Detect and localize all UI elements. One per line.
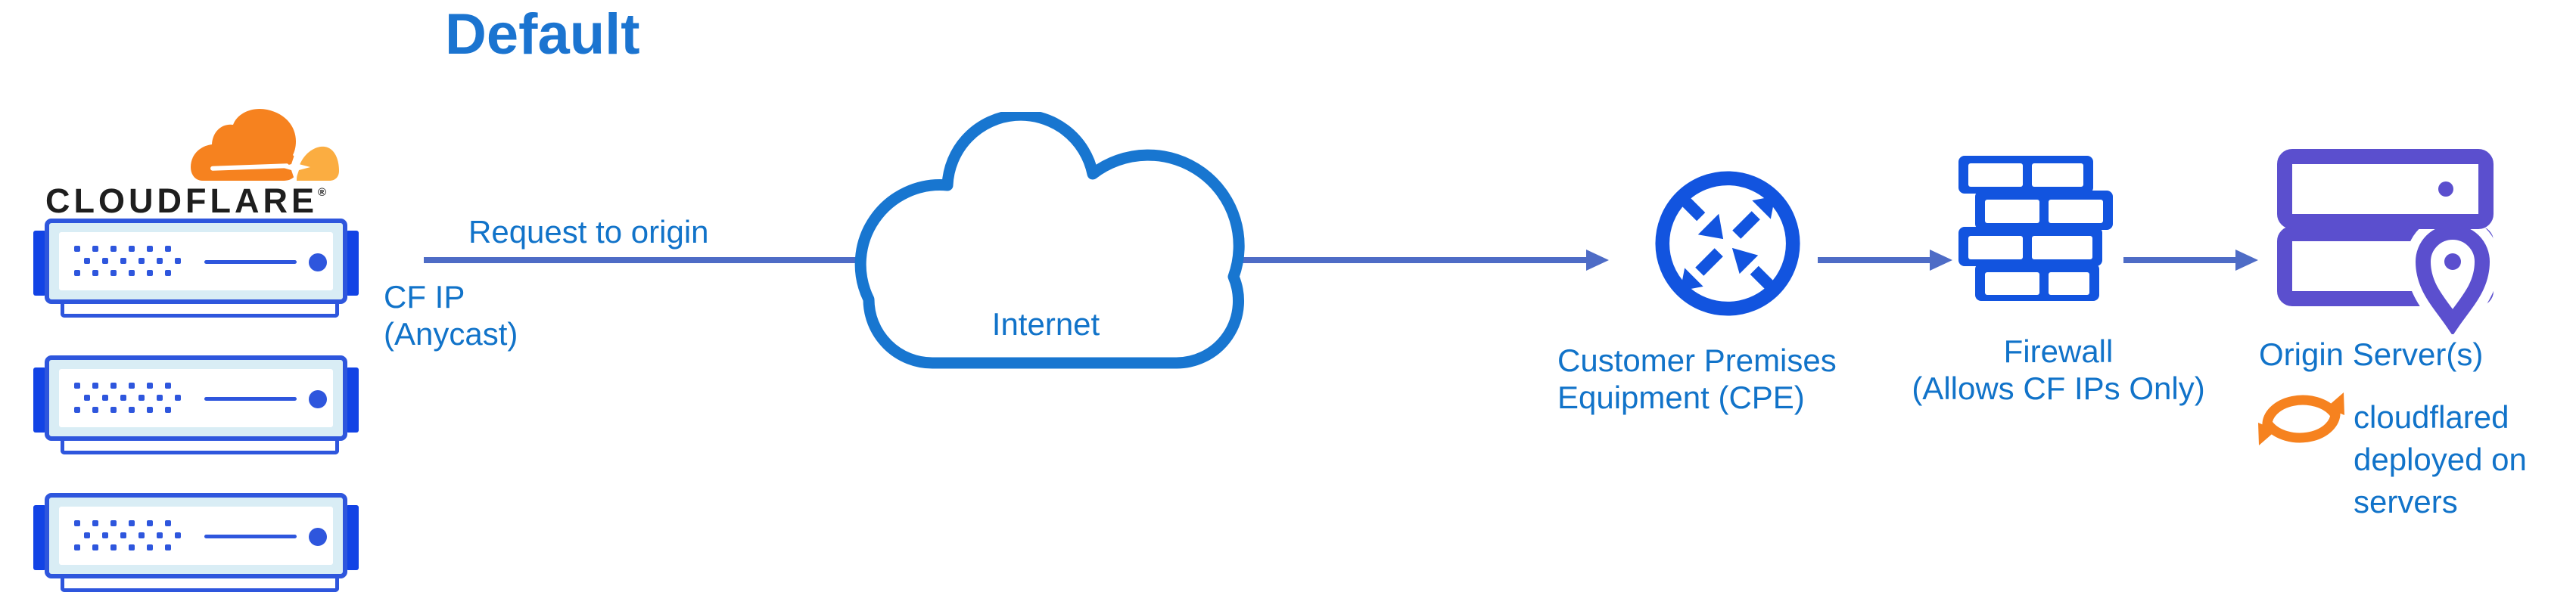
edge-server-icon [33,219,359,318]
cloudflared-note-line3: servers [2354,484,2458,519]
firewall-to-origin-arrow-head [2235,250,2258,271]
server-body [45,355,347,441]
cloudflared-note: cloudflared deployed on servers [2354,396,2527,523]
server-body [45,219,347,304]
server-right-tab [346,505,359,570]
internet-cloud-icon [854,112,1245,369]
server-dots [74,520,203,552]
server-led [309,528,327,546]
registered-mark: ® [317,186,327,199]
cpe-icon [1655,171,1800,316]
firewall-label-line1: Firewall [2003,333,2114,369]
server-led [309,390,327,408]
request-to-origin-label: Request to origin [468,214,709,250]
cloudflare-brand-text: CLOUDFLARE® [45,181,326,221]
diagram-title: Default [445,2,640,67]
cloudflared-note-line2: deployed on [2354,442,2527,477]
cpe-to-firewall-arrow-line [1818,257,1930,263]
server-right-tab [346,231,359,296]
cloudflare-logo-icon [191,108,339,181]
server-left-tab [33,505,46,570]
server-base-tray [61,578,339,592]
brand-word: CLOUDFLARE [45,181,318,220]
origin-servers-label: Origin Server(s) [2259,336,2484,372]
firewall-label-line2: (Allows CF IPs Only) [1912,371,2205,406]
server-body [45,493,347,578]
server-slot-line [204,535,297,538]
internet-label: Internet [991,306,1100,342]
server-faceplate [59,369,333,427]
server-left-tab [33,367,46,433]
cpe-label-line1: Customer Premises [1557,343,1837,378]
cloudflared-note-line1: cloudflared [2354,399,2509,435]
cpe-label-line2: Equipment (CPE) [1557,380,1805,415]
anycast-line: (Anycast) [384,316,518,352]
edge-server-icon [33,493,359,593]
origin-server-icon [2277,149,2496,334]
server-dots [74,383,203,414]
server-dots [74,246,203,278]
firewall-to-origin-arrow-line [2123,257,2235,263]
cpe-label: Customer Premises Equipment (CPE) [1557,342,1837,416]
firewall-label: Firewall (Allows CF IPs Only) [1877,333,2240,407]
cf-ip-line: CF IP [384,279,465,315]
server-led [309,253,327,271]
server-base-tray [61,441,339,454]
server-right-tab [346,367,359,433]
server-faceplate [59,507,333,565]
server-slot-line [204,397,297,401]
cloudflared-sync-icon [2258,392,2344,445]
server-left-tab [33,231,46,296]
server-faceplate [59,232,333,290]
server-base-tray [61,304,339,318]
cf-ip-anycast-label: CF IP (Anycast) [384,278,518,352]
firewall-icon [1958,156,2113,301]
server-slot-line [204,260,297,264]
edge-server-icon [33,355,359,455]
request-arrow-head [1586,250,1609,271]
cpe-to-firewall-arrow-head [1930,250,1952,271]
